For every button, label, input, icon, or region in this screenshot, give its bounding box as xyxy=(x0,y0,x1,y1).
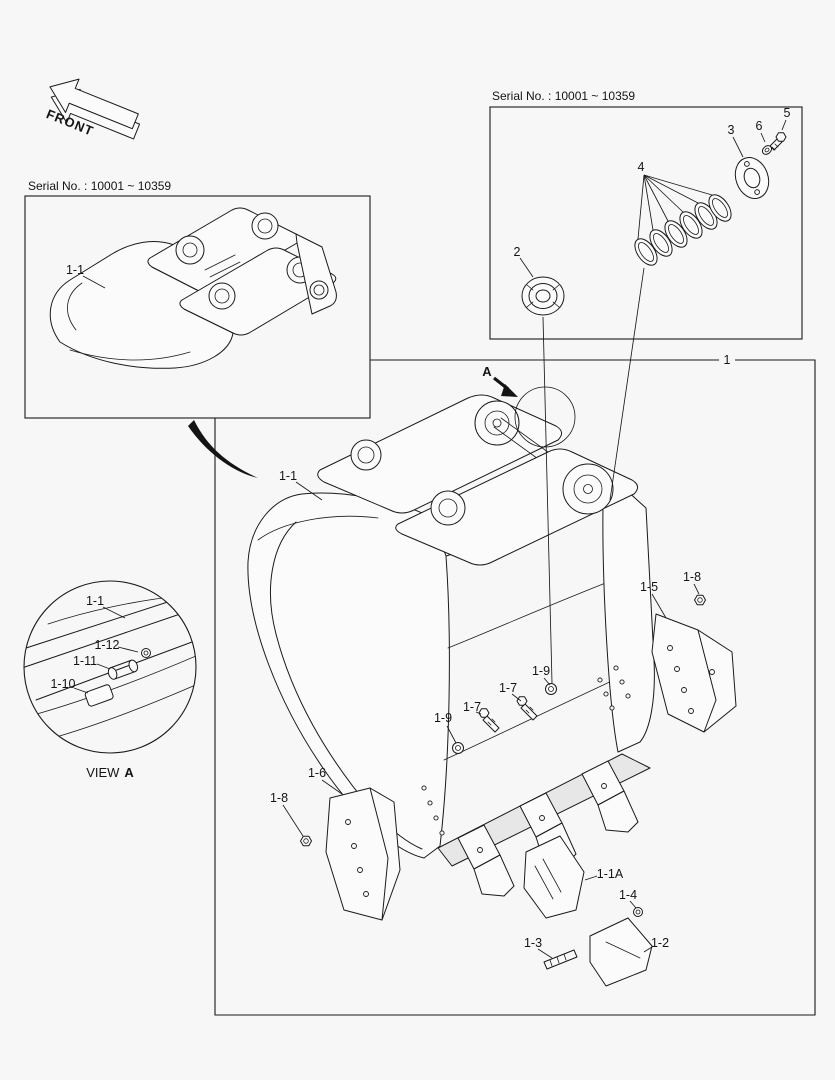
flange-plate-drawing xyxy=(734,157,770,199)
bucket-top-view-serial-title: Serial No. : 10001 ~ 10359 xyxy=(28,179,171,193)
seal-kit-leader-lines xyxy=(542,267,645,684)
callout-1-3: 1-3 xyxy=(524,936,542,950)
tooth-pin xyxy=(543,949,578,970)
callout-1-8-right: 1-8 xyxy=(683,570,701,584)
callout-4-fan-lines xyxy=(637,174,713,240)
front-arrow-icon xyxy=(49,78,139,130)
bolt-hole-row-left xyxy=(421,785,445,836)
tooth-adapter-exploded xyxy=(523,835,585,919)
callout-1-5: 1-5 xyxy=(640,580,658,594)
seal-kit-serial-title: Serial No. : 10001 ~ 10359 xyxy=(492,89,635,103)
view-a-detail-drawing xyxy=(24,595,196,741)
bolt-part-drawing xyxy=(769,132,787,151)
cutter-nut-right xyxy=(694,594,706,606)
callout-1-4: 1-4 xyxy=(619,888,637,902)
side-cutter-left xyxy=(325,787,401,921)
corner-shim-part xyxy=(84,684,114,707)
tooth-installed-3 xyxy=(581,760,639,833)
callout-3: 3 xyxy=(728,123,735,137)
view-a-arrow-label: A xyxy=(482,364,492,379)
corner-pin-part xyxy=(107,659,139,680)
callout-1-9-left: 1-9 xyxy=(434,711,452,725)
callout-1-7-right: 1-7 xyxy=(499,681,517,695)
inset-pointer-swoosh xyxy=(188,420,258,478)
oring-set-drawing xyxy=(634,194,732,266)
tooth-point-exploded xyxy=(589,917,653,987)
view-a-caption-word: VIEW xyxy=(86,765,120,780)
seal-part-drawing xyxy=(521,276,565,316)
view-a-caption-letter: A xyxy=(124,765,134,780)
callout-viewa-1-1: 1-1 xyxy=(86,594,104,608)
callout-inset-1-1: 1-1 xyxy=(66,263,84,277)
front-arrow: FRONT xyxy=(44,78,141,140)
bucket-top-view-inset: Serial No. : 10001 ~ 10359 1-1 xyxy=(24,179,371,419)
cutter-washer-left xyxy=(452,742,464,754)
view-a-caption: VIEW A xyxy=(86,765,134,780)
callout-5: 5 xyxy=(784,106,791,120)
main-callouts: 1-1 1-5 1-8 1-9 1-7 1-9 1-7 1-6 1-8 1-1A… xyxy=(270,469,701,959)
callout-1-7-left: 1-7 xyxy=(463,700,481,714)
bucket-right-plate xyxy=(602,469,655,753)
side-cutter-right xyxy=(651,613,737,733)
bucket-top-view-drawing xyxy=(49,207,337,369)
tooth-washer xyxy=(633,907,643,917)
callout-6: 6 xyxy=(756,119,763,133)
callout-1-9-right: 1-9 xyxy=(532,664,550,678)
cutter-washer-right xyxy=(545,683,557,695)
cutter-bolt-right xyxy=(516,696,538,721)
callout-4: 4 xyxy=(638,160,645,174)
callout-2: 2 xyxy=(514,245,521,259)
seal-kit-inset: Serial No. : 10001 ~ 10359 xyxy=(489,89,803,340)
callout-1-8-left: 1-8 xyxy=(270,791,288,805)
tooth-installed-1 xyxy=(457,824,515,897)
callout-1-2: 1-2 xyxy=(651,936,669,950)
callout-viewa-1-12: 1-12 xyxy=(94,638,119,652)
hinge-plate-front xyxy=(395,448,638,566)
view-a-arrow-icon xyxy=(493,376,518,397)
bolt-hole-row-right xyxy=(597,665,631,711)
callout-1-6: 1-6 xyxy=(308,766,326,780)
callout-viewa-1-10: 1-10 xyxy=(50,677,75,691)
corner-bolt-part xyxy=(141,648,151,658)
callout-assembly-1: 1 xyxy=(724,353,731,367)
callout-viewa-1-11: 1-11 xyxy=(73,654,97,668)
view-a-detail: 1-1 1-12 1-11 1-10 VIEW A xyxy=(23,580,197,780)
cutter-nut-left xyxy=(300,835,312,847)
callout-1-1a: 1-1A xyxy=(597,867,624,881)
cutter-bolt-left xyxy=(478,708,500,733)
view-a-circle-frame xyxy=(23,580,197,754)
bucket-assembly-drawing: A xyxy=(247,364,737,987)
hinge-plate-rear xyxy=(317,394,562,514)
callout-1-1: 1-1 xyxy=(279,469,297,483)
